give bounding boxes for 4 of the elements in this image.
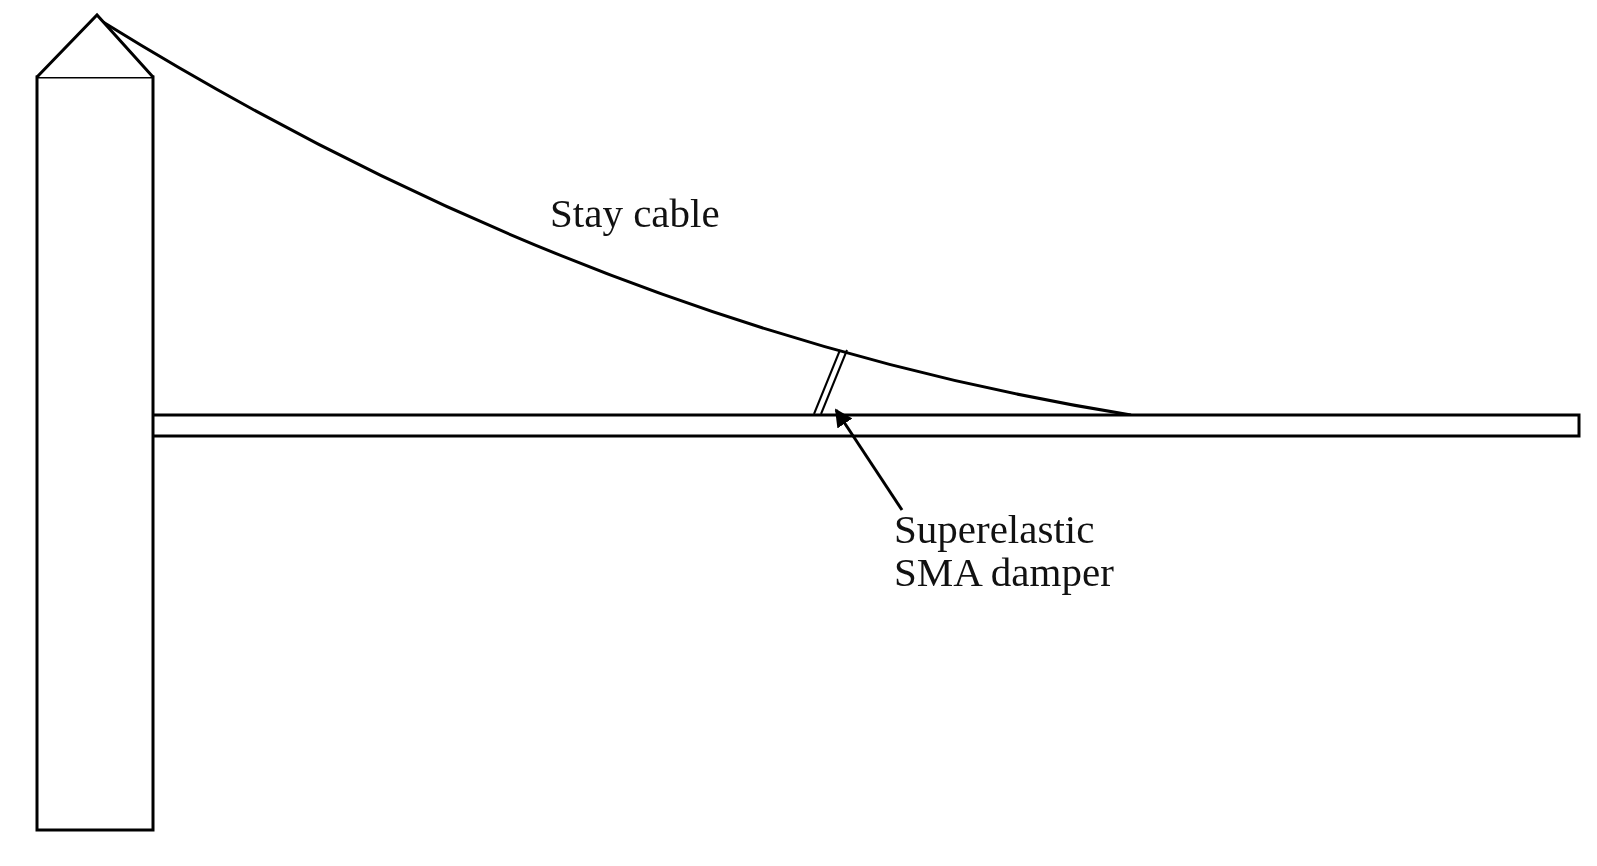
damper-bar [813, 349, 848, 415]
cable-label: Stay cable [550, 192, 720, 236]
leader-arrow [834, 408, 904, 511]
damper-label: Superelastic SMA damper [894, 508, 1184, 595]
